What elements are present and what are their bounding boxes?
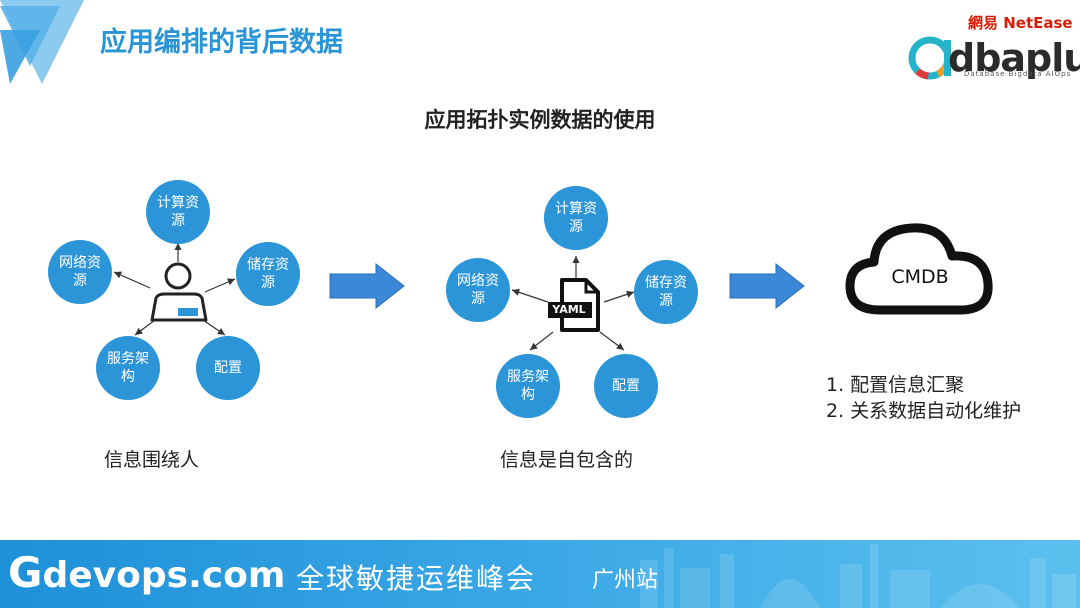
left-node-compute: 计算资源 [146,180,210,244]
brand-text: devops.com [42,555,286,596]
diagram-connectors [113,243,635,351]
right-arrow-icon [329,262,405,310]
person-icon [150,262,208,322]
footer-city: 广州站 [592,568,659,593]
left-node-config: 配置 [196,336,260,400]
dbaplus-logo-icon [908,36,952,80]
right-arrow-icon [729,262,805,310]
yaml-file-icon [548,278,600,332]
middle-node-network: 网络资源 [446,258,510,322]
left-node-storage: 储存资源 [236,242,300,306]
note-line-2: 2. 关系数据自动化维护 [826,400,1022,422]
footer-slogan: 全球敏捷运维峰会 [296,562,537,595]
middle-caption: 信息是自包含的 [500,449,634,471]
cloud-label: CMDB [891,266,949,288]
footer-brand: Gdevops.com [8,548,285,597]
middle-node-service: 服务架构 [496,354,560,418]
note-line-1: 1. 配置信息汇聚 [826,374,965,396]
netease-logo: 網易 NetEase [968,14,1073,32]
middle-node-compute: 计算资源 [544,186,608,250]
cloud-icon [845,223,993,315]
brand-g-letter: G [8,548,43,597]
left-node-service: 服务架构 [96,336,160,400]
left-node-network: 网络资源 [48,240,112,304]
header-triangle-decoration [0,0,84,84]
dbaplus-logo-subtext: Database Bigdata AIOps [964,70,1072,78]
footer-banner [0,540,1080,608]
slide-title: 应用编排的背后数据 [100,27,343,58]
city-skyline-decoration [640,544,1076,608]
slide-subtitle: 应用拓扑实例数据的使用 [424,108,656,132]
left-caption: 信息围绕人 [104,449,200,471]
yaml-file-label: YAML [552,303,586,316]
middle-node-config: 配置 [594,354,658,418]
dbaplus-logo-text: dbaplus [948,36,1080,80]
middle-node-storage: 储存资源 [634,260,698,324]
